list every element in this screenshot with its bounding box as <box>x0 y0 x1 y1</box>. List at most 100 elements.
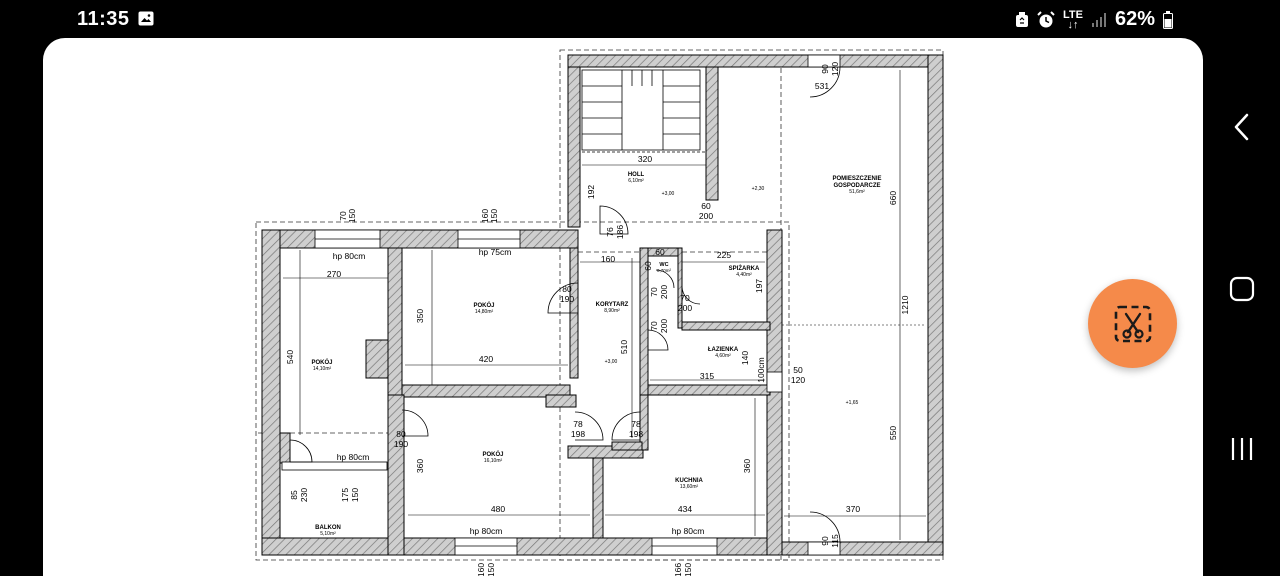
window-label: hp 80cm <box>333 251 366 261</box>
battery-percent: 62% <box>1114 8 1155 30</box>
level-holl: +3,00 <box>662 191 675 197</box>
room-pokoj2-area: 14,10m² <box>313 366 332 372</box>
dim-label: 198 <box>629 429 643 439</box>
battery-icon <box>1163 10 1173 29</box>
room-spizarka-name: SPIŻARKA <box>729 265 760 272</box>
dim-label: 90 <box>820 536 830 546</box>
dim-label: 420 <box>479 354 493 364</box>
room-kuchnia-name: KUCHNIA <box>675 478 703 484</box>
dim-label: 190 <box>394 439 408 449</box>
crop-scissors-icon <box>1114 305 1151 342</box>
dim-label: 225 <box>717 250 731 260</box>
lte-icon: LTE↓↑ <box>1063 8 1083 31</box>
dim-label: 80 <box>396 429 406 439</box>
room-wc-name: WC <box>659 262 668 268</box>
dim-label: 1210 <box>900 295 910 314</box>
room-holl-area: 6,10m² <box>628 178 644 184</box>
dim-label: 198 <box>571 429 585 439</box>
image-viewer[interactable]: HOLL 6,10m² POMIESZCZENIE GOSPODARCZE 51… <box>43 38 1203 576</box>
dimension-labels: 320 192 60 200 90 120 531 660 1210 550 3… <box>285 62 910 576</box>
dim-label: 80 <box>562 284 572 294</box>
clock: 11:35 <box>77 8 130 30</box>
network-label: LTE <box>1063 8 1083 21</box>
dim-label: 166 <box>673 563 683 576</box>
level-marks: +3,00 +2,30 +3,00 +1,65 <box>605 186 859 406</box>
back-icon[interactable] <box>1234 113 1250 141</box>
dim-label: 190 <box>560 294 574 304</box>
room-kuchnia-area: 13,60m² <box>680 484 699 490</box>
floor-plan-image[interactable]: HOLL 6,10m² POMIESZCZENIE GOSPODARCZE 51… <box>43 38 1203 576</box>
dim-label: 90 <box>820 64 830 74</box>
dim-label: 197 <box>754 279 764 293</box>
dim-label: 660 <box>888 191 898 205</box>
dim-label: 320 <box>638 154 652 164</box>
room-balkon-area: 5,10m² <box>320 531 336 537</box>
room-lazienka-area: 4,60m² <box>715 353 731 359</box>
dim-label: 78 <box>573 419 583 429</box>
dim-label: 480 <box>491 504 505 514</box>
dim-label: 70 <box>649 321 659 331</box>
dim-label: 370 <box>846 504 860 514</box>
dim-label: 350 <box>415 309 425 323</box>
room-wc-area: 0,70m² <box>657 268 672 273</box>
gallery-icon <box>138 11 154 26</box>
status-icons: LTE↓↑ 62% <box>1015 8 1173 31</box>
room-holl-name: HOLL <box>628 172 645 178</box>
dim-label: 78 <box>631 419 641 429</box>
window-label: hp 80cm <box>470 526 503 536</box>
signal-icon <box>1091 12 1106 27</box>
room-balkon-name: BALKON <box>315 525 341 531</box>
room-spizarka-area: 4,40m² <box>736 272 752 278</box>
dim-label: 175 <box>340 488 350 502</box>
dim-label: 200 <box>659 319 669 333</box>
dim-label: 60 <box>643 261 653 271</box>
level-annex: +1,65 <box>846 400 859 406</box>
dim-label: 120 <box>791 375 805 385</box>
dim-label: 115 <box>830 534 840 548</box>
dim-label: 50 <box>793 365 803 375</box>
dim-label: 150 <box>350 488 360 502</box>
recents-icon[interactable] <box>1230 437 1254 461</box>
status-bar: 11:35 LTE↓↑ 62% <box>0 0 1203 38</box>
room-korytarz-area: 8,90m² <box>604 308 620 314</box>
dim-label: 70 <box>680 293 690 303</box>
dim-label: 550 <box>888 426 898 440</box>
dim-label: 85 <box>289 490 299 500</box>
alarm-icon <box>1037 10 1055 27</box>
dim-label: 160 <box>601 254 615 264</box>
room-pokoj2-name: POKÓJ <box>311 358 332 366</box>
dim-label: 315 <box>700 371 714 381</box>
dim-label: 434 <box>678 504 692 514</box>
window-label: hp 80cm <box>337 452 370 462</box>
home-icon[interactable] <box>1229 276 1255 302</box>
dim-label: 150 <box>683 563 693 576</box>
dim-label: 60 <box>701 201 711 211</box>
room-pokoj3-name: POKÓJ <box>482 450 503 458</box>
dim-label: 76 <box>605 227 615 237</box>
capture-crop-button[interactable] <box>1088 279 1177 368</box>
dim-label: 60 <box>655 247 665 257</box>
dim-label: 200 <box>659 285 669 299</box>
door-swings <box>289 66 841 543</box>
dim-label: 540 <box>285 350 295 364</box>
dim-label: 192 <box>586 185 596 199</box>
room-gospodarcze-name: POMIESZCZENIE <box>832 176 881 182</box>
dim-label: 200 <box>678 303 692 313</box>
dim-label: 150 <box>347 209 357 223</box>
dim-label: 230 <box>299 488 309 502</box>
window-label: hp 80cm <box>672 526 705 536</box>
recycle-icon <box>1016 11 1028 27</box>
dim-label: 360 <box>415 459 425 473</box>
level-gospodarcze: +2,30 <box>752 186 765 192</box>
dim-label: 150 <box>486 563 496 576</box>
dim-label: 100cm <box>756 357 766 383</box>
dim-label: 150 <box>489 209 499 223</box>
dim-label: 186 <box>615 225 625 239</box>
dim-label: 140 <box>740 351 750 365</box>
dim-label: 531 <box>815 81 829 91</box>
dim-label: 70 <box>338 211 348 221</box>
dimension-lines <box>283 70 926 540</box>
room-labels: HOLL 6,10m² POMIESZCZENIE GOSPODARCZE 51… <box>311 172 881 537</box>
level-korytarz: +3,00 <box>605 359 618 365</box>
windows <box>281 54 841 556</box>
